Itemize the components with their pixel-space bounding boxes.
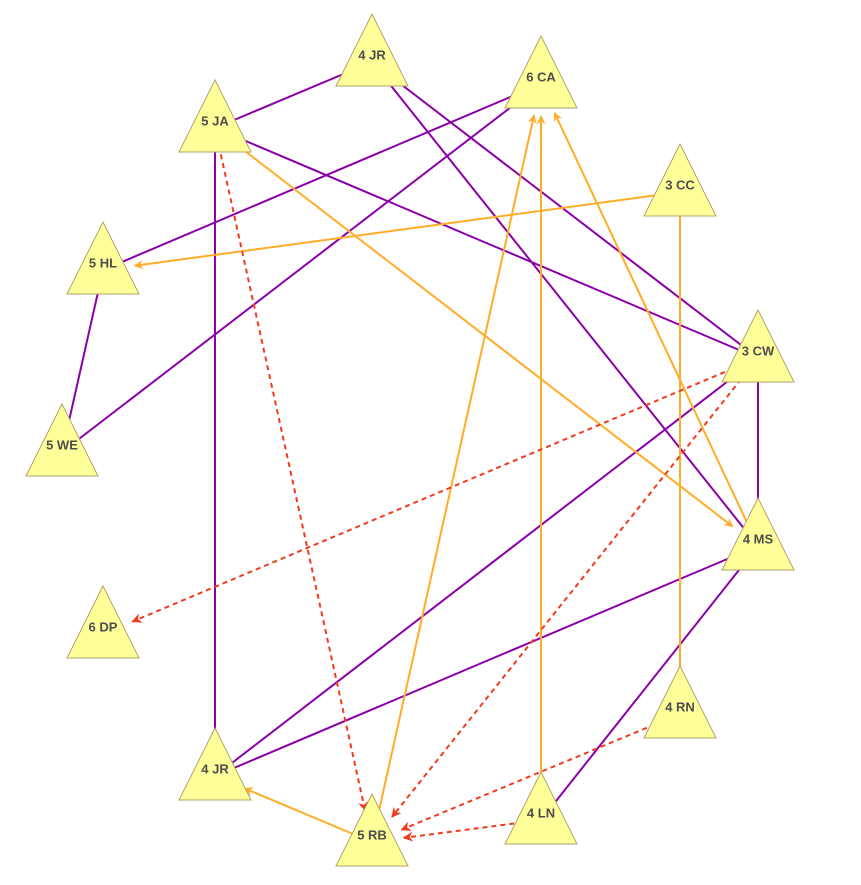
node-triangle xyxy=(66,584,140,659)
edge-ja-cw xyxy=(214,127,759,359)
node-we[interactable]: 5 WE xyxy=(25,402,99,477)
node-label: 4 RN xyxy=(665,699,695,714)
node-label: 5 HL xyxy=(89,255,117,270)
edge-cw-rb xyxy=(391,357,759,818)
node-ca[interactable]: 6 CA xyxy=(504,34,578,109)
node-ln[interactable]: 4 LN xyxy=(504,770,578,845)
node-dp[interactable]: 6 DP xyxy=(66,584,140,659)
edge-ja-rb xyxy=(214,127,369,812)
node-triangle xyxy=(178,78,252,153)
node-rb[interactable]: 5 RB xyxy=(335,792,409,867)
edge-rb-ca xyxy=(371,114,537,843)
node-label: 6 CA xyxy=(526,69,556,84)
node-triangle xyxy=(335,12,409,87)
edge-cw-jr_bot xyxy=(214,357,759,777)
node-jr_top[interactable]: 4 JR xyxy=(335,12,409,87)
node-triangle xyxy=(504,34,578,109)
node-triangle xyxy=(721,308,795,383)
node-cw[interactable]: 3 CW xyxy=(721,308,795,383)
node-label: 5 RB xyxy=(357,827,387,842)
edges-layer xyxy=(61,61,759,843)
node-rn[interactable]: 4 RN xyxy=(643,664,717,739)
node-label: 4 JR xyxy=(201,761,229,776)
node-cc[interactable]: 3 CC xyxy=(643,142,717,217)
node-label: 6 DP xyxy=(89,619,118,634)
node-ms[interactable]: 4 MS xyxy=(721,496,795,571)
node-triangle xyxy=(721,496,795,571)
node-label: 4 MS xyxy=(743,531,774,546)
node-label: 3 CW xyxy=(742,343,775,358)
node-ja[interactable]: 5 JA xyxy=(178,78,252,153)
edge-ms-ln xyxy=(540,545,759,821)
node-label: 5 WE xyxy=(46,437,78,452)
node-triangle xyxy=(643,142,717,217)
edge-ca-we xyxy=(61,83,542,453)
node-triangle xyxy=(335,792,409,867)
edge-ms-ca xyxy=(553,112,759,547)
node-triangle xyxy=(178,726,252,801)
node-label: 5 JA xyxy=(201,113,229,128)
node-jr_bot[interactable]: 4 JR xyxy=(178,726,252,801)
edge-ca-hl xyxy=(102,83,542,271)
nodes-layer: 4 JR 6 CA 5 JA 3 CC 5 HL 3 CW 5 WE 4 MS 6 DP 4 RN… xyxy=(25,12,795,867)
edge-cw-dp xyxy=(131,357,759,623)
edge-jr_top-cw xyxy=(371,61,759,359)
node-label: 4 JR xyxy=(358,47,386,62)
node-triangle xyxy=(504,770,578,845)
edge-jr_top-ms xyxy=(371,61,759,547)
edge-rb-jr_bot xyxy=(243,787,373,843)
node-triangle xyxy=(25,402,99,477)
node-hl[interactable]: 5 HL xyxy=(66,220,140,295)
node-triangle xyxy=(643,664,717,739)
node-label: 3 CC xyxy=(665,177,695,192)
node-triangle xyxy=(66,220,140,295)
node-label: 4 LN xyxy=(527,805,555,820)
edge-ms-jr_bot xyxy=(214,545,759,777)
edge-ja-ms xyxy=(214,127,734,528)
edge-cc-hl xyxy=(133,191,681,270)
